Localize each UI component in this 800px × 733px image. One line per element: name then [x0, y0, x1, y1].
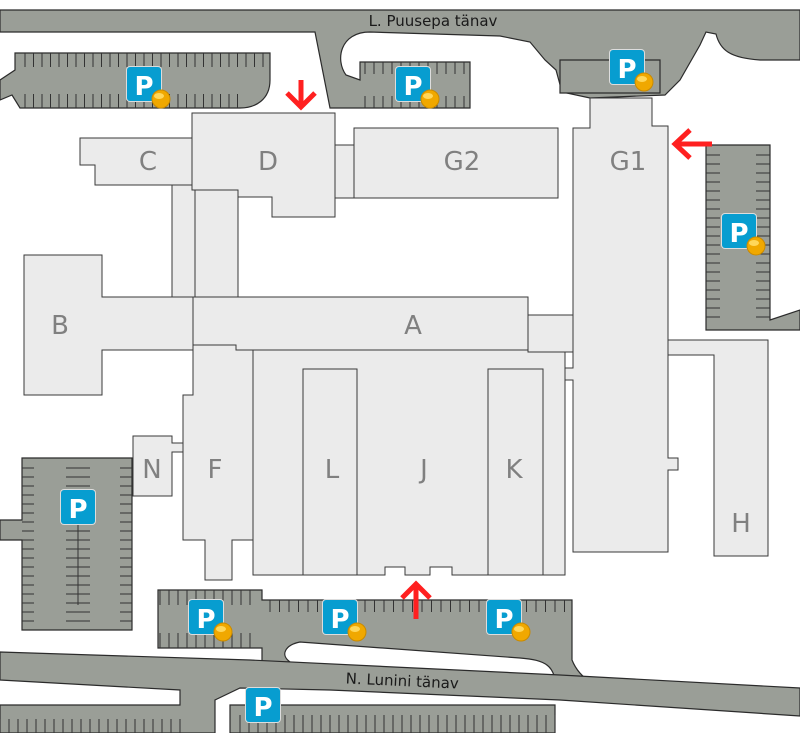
parking-sign-label: P [330, 605, 349, 635]
parking-sign-icon[interactable]: P [486, 599, 531, 642]
label-b: B [51, 311, 69, 341]
label-j: J [418, 455, 428, 485]
building-g1 [564, 97, 679, 553]
buildings [23, 97, 769, 581]
label-c: C [139, 147, 157, 177]
building-n [132, 435, 184, 497]
building-g2 [353, 127, 559, 199]
coin-icon [151, 89, 171, 109]
coin-icon [634, 72, 654, 92]
parking-sign-label: P [403, 72, 422, 102]
coin-icon [511, 622, 531, 642]
parking-sign-icon[interactable]: P [395, 66, 440, 109]
parking-sign-label: P [68, 495, 87, 525]
building-l [302, 368, 358, 576]
parking-sign-icon[interactable]: P [126, 66, 171, 109]
parking-sign-label: P [617, 55, 636, 85]
street-label-south: N. Lunini tänav [345, 669, 459, 692]
building-k [487, 368, 544, 576]
label-g1: G1 [610, 147, 647, 177]
label-g2: G2 [444, 147, 481, 177]
parking-stalls [0, 53, 770, 733]
entrance-arrow-left-icon[interactable] [671, 128, 712, 160]
building-a [192, 296, 529, 351]
parking-sign-label: P [134, 72, 153, 102]
entrance-arrow-down-icon[interactable] [285, 80, 317, 111]
parking-sign-label: P [253, 693, 272, 723]
building-c [79, 137, 196, 186]
parking-signs: P P P P P P P P P [60, 49, 766, 723]
building-connector-d [194, 189, 239, 308]
building-labels: C D G2 G1 B A N F L J K H L. Puusepa tän… [51, 12, 751, 693]
label-k: K [505, 455, 523, 485]
parking-sign-icon[interactable]: P [60, 489, 96, 525]
parking-sign-icon[interactable]: P [721, 213, 766, 256]
parking-sign-icon[interactable]: P [609, 49, 654, 92]
label-d: D [258, 147, 278, 177]
label-h: H [731, 509, 751, 539]
parking-lot-west [0, 457, 133, 631]
road-south [0, 651, 800, 733]
parking-sign-icon[interactable]: P [245, 687, 281, 723]
label-l: L [325, 455, 340, 485]
street-label-north: L. Puusepa tänav [369, 12, 498, 30]
parking-sign-label: P [494, 605, 513, 635]
coin-icon [420, 89, 440, 109]
building-connector-ag1 [527, 314, 574, 353]
building-b [23, 254, 196, 396]
label-a: A [404, 311, 422, 341]
label-f: F [208, 455, 223, 485]
coin-icon [347, 622, 367, 642]
label-n: N [142, 455, 161, 485]
entrance-arrow-up-icon[interactable] [400, 580, 432, 619]
parking-sign-label: P [729, 219, 748, 249]
parking-sign-icon[interactable]: P [322, 599, 367, 642]
building-connector-cd [171, 184, 196, 298]
parking-sign-label: P [196, 605, 215, 635]
entrance-arrows [285, 80, 712, 619]
building-f [182, 344, 254, 581]
coin-icon [746, 236, 766, 256]
building-h [667, 339, 769, 557]
building-g2-connector [334, 144, 355, 199]
coin-icon [213, 622, 233, 642]
parking-sign-icon[interactable]: P [188, 599, 233, 642]
